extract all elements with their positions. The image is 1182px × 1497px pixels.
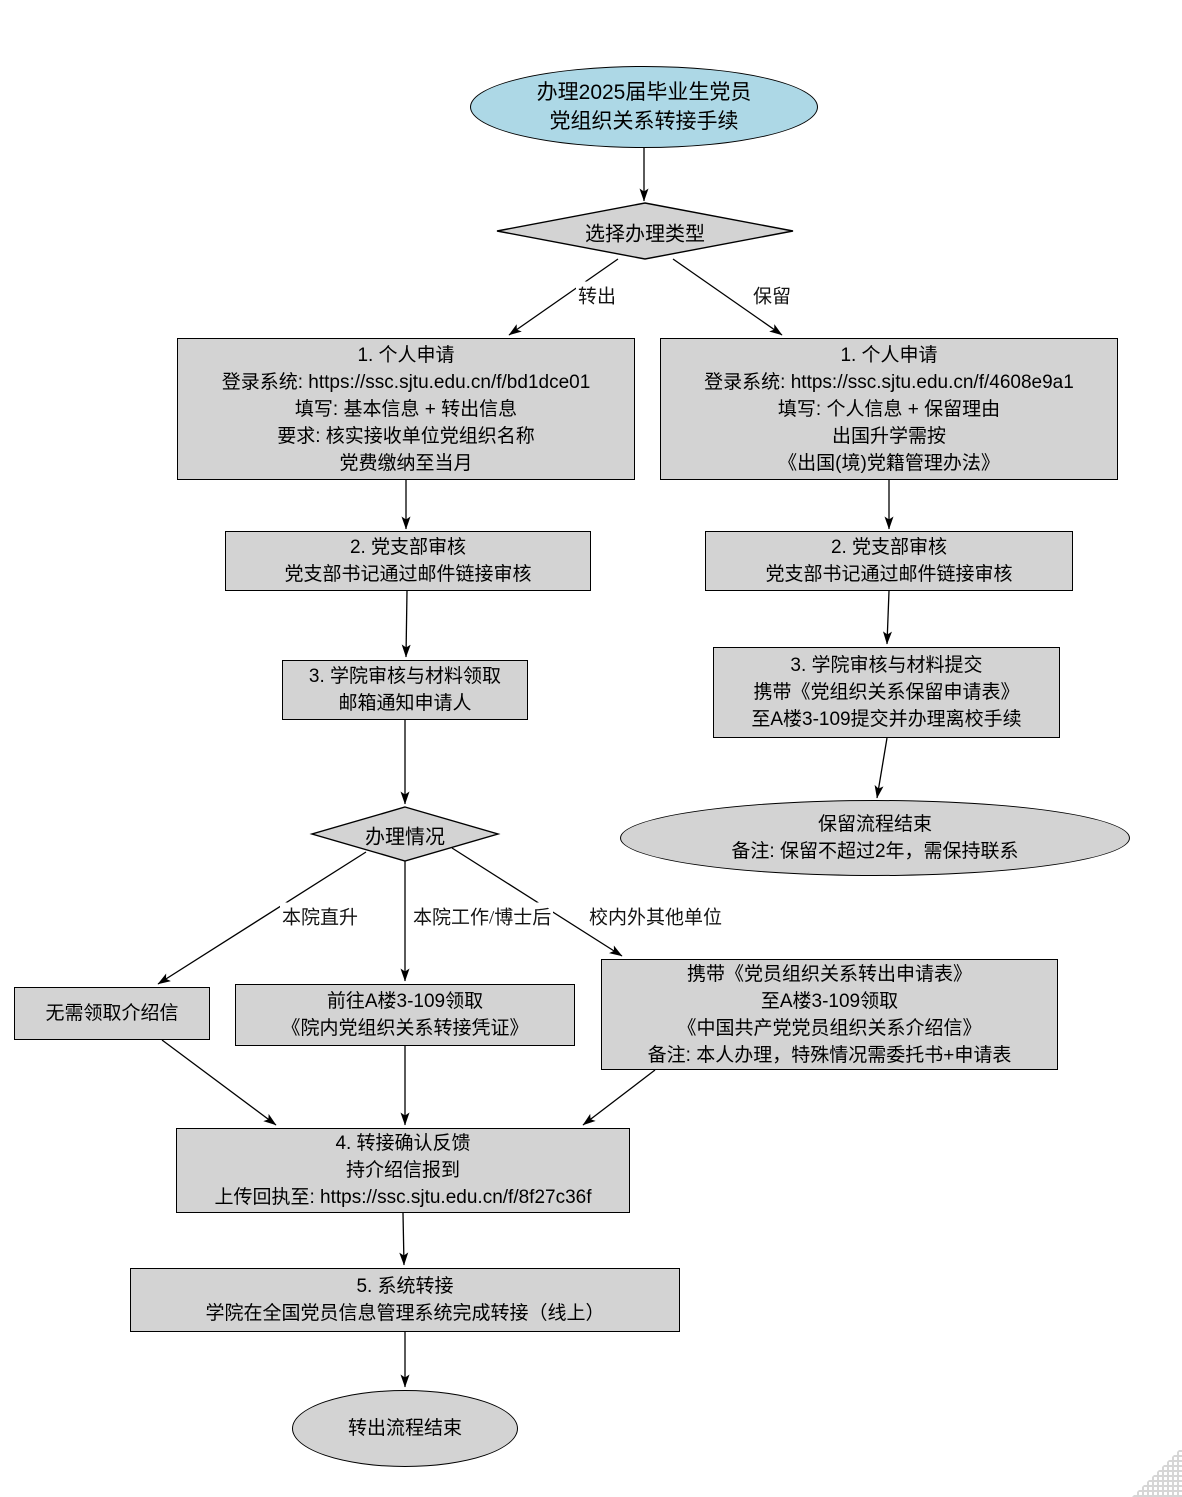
flow-arrow-retain2-to-retain3 (882, 590, 892, 645)
edge-label-direct-phd: 本院直升 (279, 902, 361, 930)
flow-arrow-case-to-external (451, 847, 623, 957)
text-line: 无需领取介绍信 (45, 1003, 179, 1024)
flow-arrow-decision-to-retain1 (672, 258, 783, 336)
text-line: 上传回执至: https://ssc.sjtu.edu.cn/f/8f27c36… (214, 1187, 592, 1208)
text-line: 5. 系统转接 (356, 1276, 454, 1297)
text-line: 《出国(境)党籍管理办法》 (778, 452, 1000, 474)
text-line: 携带《党组织关系保留申请表》 (753, 682, 1020, 703)
text-line: 出国升学需按 (831, 425, 946, 447)
text-line: 党支部书记通过邮件链接审核 (284, 564, 532, 585)
text-line: 要求: 核实接收单位党组织名称 (277, 425, 535, 447)
text-line: 填写: 基本信息 + 转出信息 (294, 398, 518, 420)
text-line: 《院内党组织关系转接凭证》 (281, 1018, 529, 1039)
text-line: 1. 个人申请 (840, 344, 938, 366)
flow-arrow-retain3-to-retainend (874, 737, 888, 799)
text-line: 3. 学院审核与材料提交 (790, 655, 983, 676)
text-line: 备注: 保留不超过2年，需保持联系 (731, 841, 1019, 862)
retain-step1-box: 1. 个人申请登录系统: https://ssc.sjtu.edu.cn/f/4… (660, 338, 1118, 480)
text-line: 携带《党员组织关系转出申请表》 (686, 963, 972, 985)
text-line: 至A楼3-109提交并办理离校手续 (751, 709, 1022, 730)
text-line: 学院在全国党员信息管理系统完成转接（线上） (205, 1303, 605, 1324)
flow-arrow-case-to-noletter (157, 851, 367, 985)
transfer-step3-box: 3. 学院审核与材料领取邮箱通知申请人 (282, 660, 528, 720)
retain-step2-box: 2. 党支部审核党支部书记通过邮件链接审核 (705, 531, 1073, 591)
text-line: 党支部书记通过邮件链接审核 (765, 564, 1013, 585)
transfer-end-ellipse: 转出流程结束 (292, 1390, 518, 1467)
retain-end-ellipse: 保留流程结束备注: 保留不超过2年，需保持联系 (620, 800, 1130, 876)
decision-case-label: 办理情况 (365, 826, 445, 849)
edge-label-other-unit: 校内外其他单位 (587, 902, 725, 930)
flow-arrow-transfer2-to-transfer3 (401, 590, 411, 658)
text-line: 备注: 本人办理，特殊情况需委托书+申请表 (647, 1044, 1012, 1066)
text-line: 1. 个人申请 (357, 344, 455, 366)
text-line: 2. 党支部审核 (830, 537, 948, 558)
edge-label-retain: 保留 (750, 281, 794, 309)
decision-case-diamond (309, 806, 501, 862)
transfer-step2-box: 2. 党支部审核党支部书记通过邮件链接审核 (225, 531, 591, 591)
edge-label-work-postdoc: 本院工作/博士后 (411, 902, 554, 930)
text-line: 邮箱通知申请人 (338, 693, 472, 714)
text-line: 登录系统: https://ssc.sjtu.edu.cn/f/bd1dce01 (221, 371, 591, 393)
transfer-step4-box: 4. 转接确认反馈持介绍信报到上传回执至: https://ssc.sjtu.e… (176, 1128, 630, 1213)
text-line: 办理2025届毕业生党员 (536, 81, 752, 104)
flow-arrow-external-to-step4 (582, 1069, 656, 1126)
text-line: 《中国共产党党员组织关系介绍信》 (677, 1017, 982, 1039)
text-line: 4. 转接确认反馈 (335, 1133, 471, 1154)
decision-type-label: 选择办理类型 (585, 223, 705, 246)
transfer-step5-box: 5. 系统转接学院在全国党员信息管理系统完成转接（线上） (130, 1268, 680, 1332)
text-line: 2. 党支部审核 (349, 537, 467, 558)
edge-label-transfer-out: 转出 (575, 281, 619, 309)
start-ellipse: 办理2025届毕业生党员党组织关系转接手续 (470, 66, 818, 148)
decision-type-diamond (496, 202, 794, 260)
text-line: 党费缴纳至当月 (339, 452, 473, 474)
inhouse-pickup-box: 前往A楼3-109领取《院内党组织关系转接凭证》 (235, 984, 575, 1046)
text-line: 至A楼3-109领取 (760, 990, 899, 1012)
text-line: 保留流程结束 (817, 814, 932, 835)
text-line: 登录系统: https://ssc.sjtu.edu.cn/f/4608e9a1 (704, 371, 1074, 393)
flow-arrow-step4-to-step5 (399, 1212, 409, 1266)
text-line: 3. 学院审核与材料领取 (308, 666, 502, 687)
text-line: 持介绍信报到 (345, 1160, 460, 1181)
text-line: 前往A楼3-109领取 (326, 991, 484, 1012)
text-line: 填写: 个人信息 + 保留理由 (777, 398, 1001, 420)
text-line: 转出流程结束 (347, 1418, 462, 1439)
flow-arrow-noletter-to-step4 (161, 1039, 277, 1126)
no-letter-box: 无需领取介绍信 (14, 987, 210, 1040)
retain-step3-box: 3. 学院审核与材料提交携带《党组织关系保留申请表》至A楼3-109提交并办理离… (713, 647, 1060, 738)
transfer-step1-box: 1. 个人申请登录系统: https://ssc.sjtu.edu.cn/f/b… (177, 338, 635, 480)
text-line: 党组织关系转接手续 (549, 110, 739, 133)
external-pickup-box: 携带《党员组织关系转出申请表》至A楼3-109领取《中国共产党党员组织关系介绍信… (601, 959, 1058, 1070)
flow-arrow-decision-to-transfer1 (508, 258, 619, 336)
